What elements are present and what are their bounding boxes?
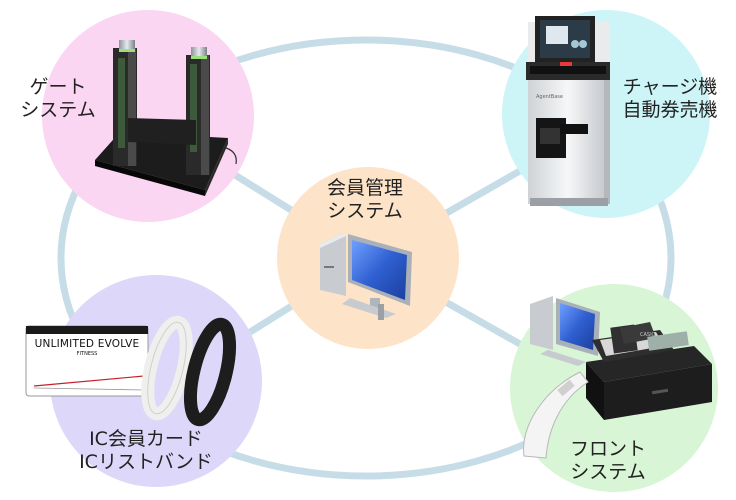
charge-machine-label: チャージ機 自動券売機 bbox=[608, 76, 732, 122]
gate-label-line1: ゲート bbox=[29, 76, 87, 98]
center-label-line2: システム bbox=[327, 200, 403, 222]
connection-ring bbox=[57, 36, 675, 480]
member-management-label: 会員管理 システム bbox=[300, 177, 430, 223]
computer-monitor-icon bbox=[320, 232, 412, 320]
charge-label-line1: チャージ機 bbox=[622, 76, 718, 98]
ic-card-face: UNLIMITED EVOLVE FITNESS bbox=[26, 338, 148, 357]
front-label-line2: システム bbox=[570, 461, 646, 483]
gate-system-photo-icon bbox=[95, 40, 237, 196]
card-face-title: UNLIMITED EVOLVE bbox=[34, 338, 140, 350]
svg-text:CASIO: CASIO bbox=[640, 332, 656, 338]
ic-card-label: IC会員カード ICリストバンド bbox=[56, 428, 236, 474]
pos-register-icon: CASIO bbox=[523, 296, 712, 459]
gate-label-line2: システム bbox=[20, 99, 96, 121]
ticket-machine-icon: AgentBase bbox=[526, 16, 610, 206]
card-label-line2: ICリストバンド bbox=[79, 451, 213, 473]
charge-label-line2: 自動券売機 bbox=[622, 99, 718, 121]
card-label-line1: IC会員カード bbox=[89, 428, 203, 450]
gate-system-label: ゲート システム bbox=[8, 76, 108, 122]
card-face-subtitle: FITNESS bbox=[76, 351, 98, 357]
front-label-line1: フロント bbox=[569, 438, 646, 460]
center-label-line1: 会員管理 bbox=[326, 177, 403, 199]
front-system-label: フロント システム bbox=[548, 438, 668, 484]
svg-text:AgentBase: AgentBase bbox=[536, 94, 563, 100]
ic-card-wristband-icon bbox=[25, 315, 237, 427]
